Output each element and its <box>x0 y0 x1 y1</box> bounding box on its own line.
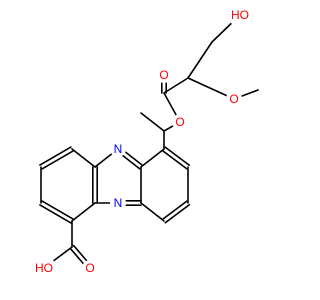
atom-o-ester-ether: O <box>172 114 188 130</box>
bond-B3-B4-a <box>161 200 188 221</box>
bond-A1-A2-b <box>41 150 74 170</box>
atom-o-hydroxyl-label: HO <box>231 8 249 22</box>
bonds <box>39 14 259 271</box>
atom-o-methoxy-label: O <box>229 92 238 106</box>
bond-B3-B4-b <box>164 203 191 224</box>
bond-A3-A4-a <box>39 204 72 224</box>
bond-B1-B2-b <box>164 146 191 167</box>
atom-o-acid-carbonyl: O <box>82 260 98 276</box>
atom-o-methoxy: O <box>226 91 242 107</box>
atom-labels: N N O O O HO O HO <box>32 3 252 280</box>
atom-o-ester-carbonyl-label: O <box>159 68 168 82</box>
atom-o-hydroxyl: HO <box>228 3 252 27</box>
bond-B1-B2-a <box>161 149 188 170</box>
bond-A6-A1 <box>71 148 96 168</box>
atom-o-acid-carbonyl-label: O <box>85 261 94 275</box>
atom-o-ester-carbonyl: O <box>156 67 172 83</box>
bond-B4-C2 <box>140 202 165 222</box>
atom-n-top: N <box>110 141 126 157</box>
bond-A3-A4-b <box>41 200 74 220</box>
bond-A1-A2-a <box>39 146 72 166</box>
atom-n-bottom: N <box>110 195 126 211</box>
bond-Ca-Me <box>140 112 165 132</box>
bond-Cq-Om <box>187 77 235 100</box>
atom-o-acid-hydroxyl-label: HO <box>35 261 53 275</box>
bond-C1-B1 <box>140 148 165 168</box>
chemical-structure: N N O O O HO O HO <box>32 3 259 280</box>
bond-Cc-Cq <box>163 77 189 94</box>
bond-A4-A5 <box>71 202 96 222</box>
atom-o-acid-hydroxyl: HO <box>32 256 56 280</box>
atom-o-ester-ether-label: O <box>175 115 184 129</box>
bond-Cq-Ch2 <box>187 41 213 79</box>
atom-n-bottom-label: N <box>114 196 123 210</box>
atom-n-top-label: N <box>114 142 123 156</box>
